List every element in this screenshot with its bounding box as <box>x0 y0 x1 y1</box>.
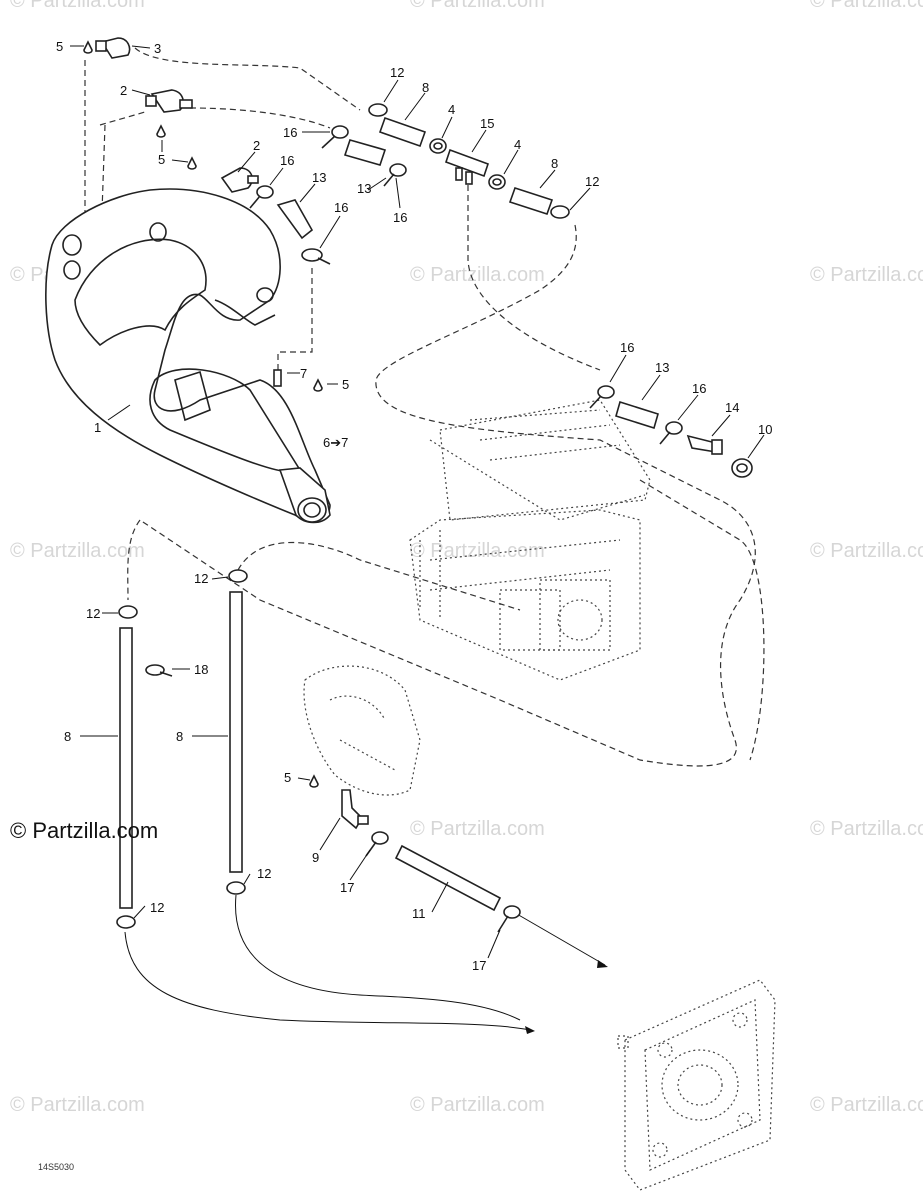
callout-1: 1 <box>94 420 101 435</box>
fitting-7 <box>273 369 282 387</box>
fitting-2-mid <box>220 167 259 193</box>
callout-5: 5 <box>158 152 165 167</box>
watermark: © Partzilla.com <box>410 540 545 562</box>
callout-7: 7 <box>300 366 307 381</box>
callout-16: 16 <box>283 125 297 140</box>
drop-5 <box>187 156 197 170</box>
callout-9: 9 <box>312 850 319 865</box>
callout-11: 11 <box>412 906 426 921</box>
callout-12: 12 <box>150 900 164 915</box>
arrow-head <box>597 960 608 968</box>
watermark: © Partzilla.com <box>410 264 545 286</box>
arrow-head <box>525 1026 535 1034</box>
watermark: © Partzilla.com <box>810 1094 923 1116</box>
watermark: © Partzilla.com <box>410 0 545 12</box>
watermark: © Partzilla.com <box>810 264 923 286</box>
callout-4: 4 <box>448 102 455 117</box>
watermark: © Partzilla.com <box>410 1094 545 1116</box>
clamp-16 <box>321 125 349 149</box>
callout-5: 5 <box>284 770 291 785</box>
hose-8-long-right <box>226 569 248 895</box>
hose-13-mid <box>276 199 314 240</box>
callout-16: 16 <box>620 340 634 355</box>
callout-10: 10 <box>758 422 772 437</box>
callout-17: 17 <box>340 880 354 895</box>
callout-2: 2 <box>120 83 127 98</box>
callout-14: 14 <box>725 400 739 415</box>
elbow-9 <box>341 789 369 830</box>
callout-5: 5 <box>342 377 349 392</box>
callout-8: 8 <box>422 80 429 95</box>
hose-8-long-left <box>116 605 138 929</box>
callout-8: 8 <box>551 156 558 171</box>
hose-8-upper <box>368 103 427 148</box>
callout-15: 15 <box>480 116 494 131</box>
watermark: © Partzilla.com <box>10 1094 145 1116</box>
clamp-16 <box>589 385 615 409</box>
clamp-18 <box>145 664 173 677</box>
drop-5 <box>83 40 93 54</box>
clamp-17 <box>497 905 521 933</box>
callout-16: 16 <box>393 210 407 225</box>
callout-16: 16 <box>280 153 294 168</box>
callout-12: 12 <box>390 65 404 80</box>
clamp-16 <box>659 421 683 445</box>
watermark: © Partzilla.com <box>810 540 923 562</box>
hose-8-right <box>508 186 570 219</box>
callout-17: 17 <box>472 958 486 973</box>
callout-12: 12 <box>194 571 208 586</box>
clamp-16 <box>301 248 331 265</box>
clamp-4 <box>488 174 506 190</box>
callout-16: 16 <box>692 381 706 396</box>
leader-lines <box>70 45 765 959</box>
callout-13: 13 <box>312 170 326 185</box>
brand-label: © Partzilla.com <box>10 818 159 843</box>
callout-13: 13 <box>357 181 371 196</box>
hose-11 <box>394 844 502 912</box>
drop-5 <box>313 378 323 392</box>
callout-8: 8 <box>176 729 183 744</box>
callout-6-to-7: 6➔7 <box>323 435 348 450</box>
callout-8: 8 <box>64 729 71 744</box>
figure-code: 14S5030 <box>38 1162 75 1172</box>
watermark: © Partzilla.com <box>10 0 145 12</box>
callout-12: 12 <box>585 174 599 189</box>
clamp-16 <box>383 163 407 187</box>
watermark: © Partzilla.com <box>410 818 545 840</box>
muffler-part <box>45 188 331 524</box>
fitting-2-top <box>145 89 193 113</box>
callout-labels: 5 3 2 5 2 12 8 4 15 4 8 12 16 16 13 16 1… <box>56 39 772 973</box>
clamp-17 <box>365 831 389 857</box>
callout-18: 18 <box>194 662 208 677</box>
drop-5 <box>156 124 166 138</box>
hose-13-right <box>615 400 659 430</box>
pump-housing <box>617 979 776 1191</box>
watermark: © Partzilla.com <box>10 540 145 562</box>
callout-16: 16 <box>334 200 348 215</box>
pump-outline <box>303 665 421 796</box>
watermark: © Partzilla.com <box>810 0 923 12</box>
engine-outline <box>409 399 651 681</box>
callout-12: 12 <box>86 606 100 621</box>
callout-4: 4 <box>514 137 521 152</box>
callout-2: 2 <box>253 138 260 153</box>
clamp-4 <box>429 138 447 154</box>
hose-13-upper <box>343 139 387 166</box>
callout-13: 13 <box>655 360 669 375</box>
callout-5: 5 <box>56 39 63 54</box>
callout-12: 12 <box>257 866 271 881</box>
cap-10 <box>731 458 753 478</box>
clamp-16 <box>249 185 274 209</box>
fitting-14 <box>686 434 723 455</box>
callout-3: 3 <box>154 41 161 56</box>
fitting-3 <box>95 37 131 59</box>
watermark: © Partzilla.com <box>810 818 923 840</box>
tee-15 <box>444 148 490 185</box>
drop-5 <box>309 774 319 788</box>
